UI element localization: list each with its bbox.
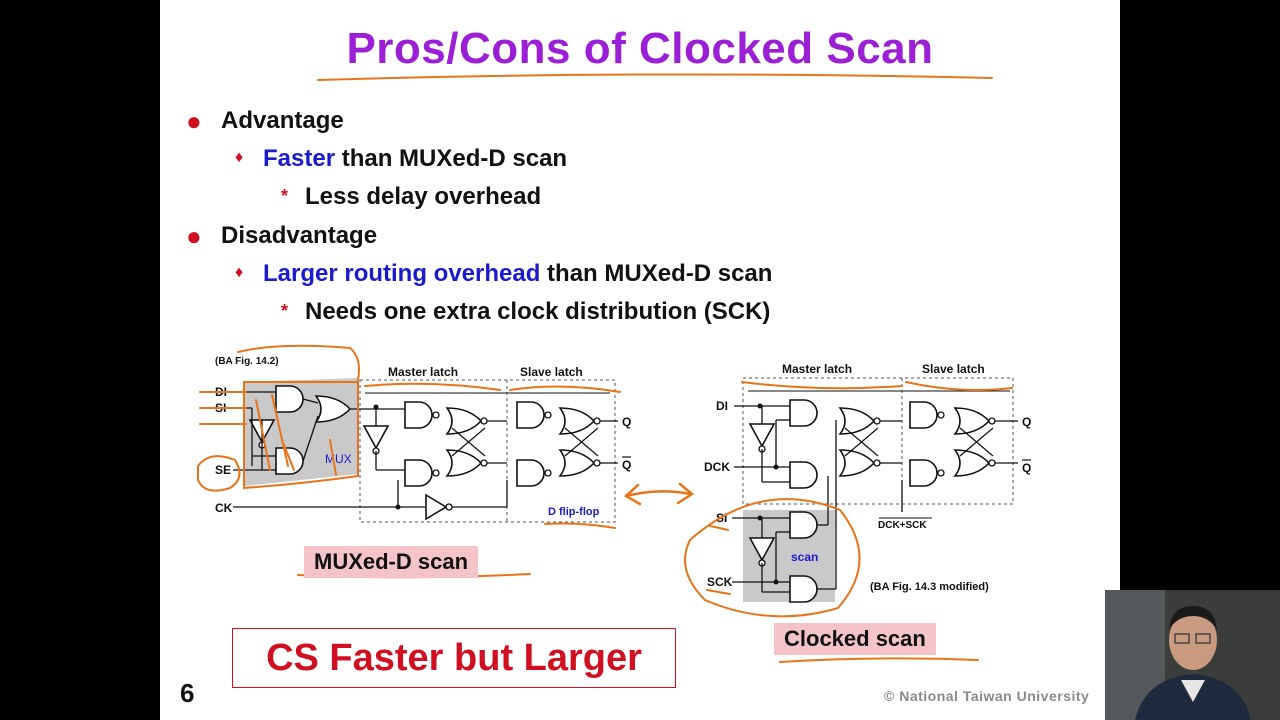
double-arrow-icon	[623, 482, 695, 506]
right-di-label: DI	[716, 399, 728, 413]
slide: Pros/Cons of Clocked Scan ● Advantage ♦ …	[160, 0, 1120, 720]
bullet-faster: Faster than MUXed-D scan	[263, 145, 567, 173]
right-latch-box	[742, 377, 1014, 505]
asterisk-icon: *	[281, 186, 289, 206]
dff-label: D flip-flop	[548, 506, 600, 518]
dff-box	[359, 379, 616, 523]
bullet-dot: ●	[186, 106, 202, 136]
right-q-label: Q	[1022, 415, 1031, 429]
left-figure-ref: (BA Fig. 14.2)	[215, 356, 279, 367]
scan-shading	[743, 510, 835, 602]
asterisk-icon: *	[281, 301, 289, 321]
presenter-image	[1105, 590, 1280, 720]
left-qb-label: Q	[622, 458, 631, 472]
right-qb-label: Q	[1022, 461, 1031, 475]
diamond-icon: ♦	[235, 149, 244, 166]
circuit-diagrams: (BA Fig. 14.2) Master latch Slave latch …	[197, 73, 1031, 663]
ink-annotations	[197, 73, 1013, 663]
right-sck-label: SCK	[707, 575, 733, 589]
right-dck-label: DCK	[704, 460, 730, 474]
muxed-d-scan-figure: (BA Fig. 14.2) Master latch Slave latch …	[215, 356, 631, 523]
bullet-extra-clock: Needs one extra clock distribution (SCK)	[305, 298, 771, 325]
presenter-webcam	[1105, 590, 1280, 720]
clocked-scan-caption: Clocked scan	[774, 623, 936, 655]
left-se-label: SE	[215, 463, 231, 477]
page-number: 6	[180, 678, 195, 708]
right-clk-label: DCK+SCK	[878, 520, 927, 531]
bullet-less-delay: Less delay overhead	[305, 183, 542, 210]
bullet-dot: ●	[186, 221, 202, 251]
bullet-advantage: Advantage	[221, 107, 344, 134]
right-figure-ref: (BA Fig. 14.3 modified)	[870, 581, 989, 593]
left-master-label: Master latch	[388, 365, 458, 379]
left-q-label: Q	[622, 415, 631, 429]
copyright: © National Taiwan University	[884, 688, 1090, 704]
diamond-icon: ♦	[235, 264, 244, 281]
muxed-d-scan-caption: MUXed-D scan	[304, 546, 479, 578]
scan-label: scan	[791, 550, 818, 564]
right-master-label: Master latch	[782, 362, 852, 376]
conclusion-box: CS Faster but Larger	[232, 628, 676, 688]
clocked-scan-figure: Master latch Slave latch DI DCK	[704, 362, 1031, 603]
slide-title: Pros/Cons of Clocked Scan	[346, 24, 934, 73]
bullet-disadvantage: Disadvantage	[221, 222, 378, 249]
bullet-rest: than MUXed-D scan	[335, 145, 568, 172]
bullet-larger-routing: Larger routing overhead than MUXed-D sca…	[263, 260, 772, 288]
left-ck-label: CK	[215, 501, 233, 515]
bullet-rest: than MUXed-D scan	[540, 260, 773, 287]
highlight-text: Faster	[263, 145, 336, 172]
highlight-text: Larger routing overhead	[263, 260, 541, 287]
left-slave-label: Slave latch	[520, 365, 583, 379]
mux-label: MUX	[325, 452, 352, 466]
right-slave-label: Slave latch	[922, 362, 985, 376]
